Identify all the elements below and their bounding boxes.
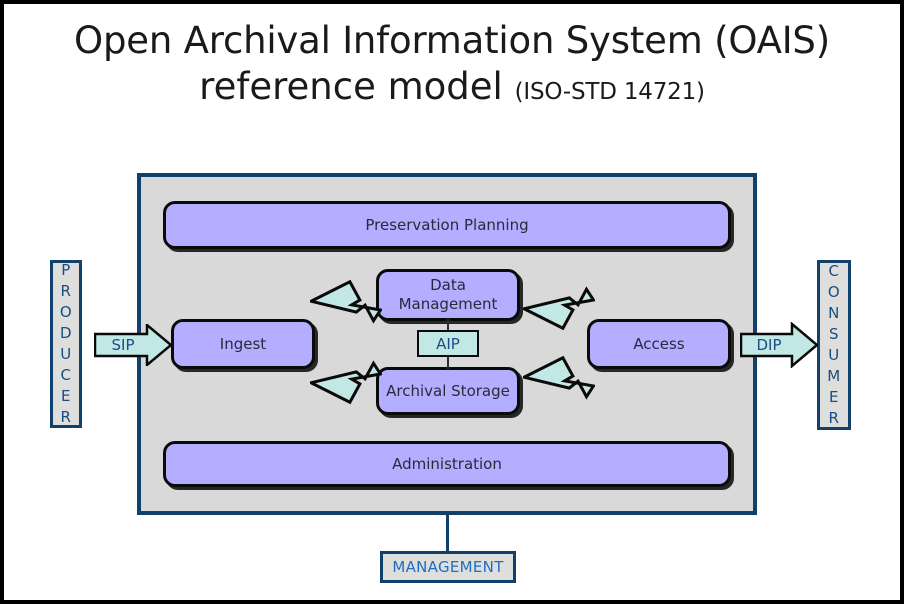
flow-arrow-ingest-to-data-management	[306, 276, 383, 328]
actor-producer-letter: P	[61, 261, 71, 279]
title-main-text: reference model	[199, 65, 503, 108]
arrow-down-right-icon	[519, 286, 596, 331]
package-aip: AIP	[417, 330, 479, 357]
entity-access[interactable]: Access	[587, 319, 731, 369]
title-line-1: Open Archival Information System (OAIS)	[74, 19, 830, 62]
actor-consumer-letter: S	[828, 325, 840, 343]
arrow-up-right-icon	[306, 279, 383, 324]
flow-arrow-archival-storage-to-access	[519, 352, 596, 404]
actor-producer-letter: O	[59, 303, 73, 321]
arrow-down-right-icon	[306, 360, 383, 405]
entity-preservation-planning[interactable]: Preservation Planning	[163, 201, 731, 249]
actor-consumer-letter: C	[828, 262, 840, 280]
title-line-2: reference model (ISO-STD 14721)	[4, 64, 900, 115]
entity-ingest[interactable]: Ingest	[171, 319, 315, 369]
page-title: Open Archival Information System (OAIS) …	[4, 18, 900, 115]
actor-consumer-letter: E	[829, 388, 839, 406]
sip-arrow-icon	[94, 324, 172, 366]
flow-arrow-sip: SIP	[94, 324, 172, 366]
entity-archival-storage[interactable]: Archival Storage	[376, 367, 520, 415]
actor-management: MANAGEMENT	[380, 551, 516, 583]
title-standard-ref: (ISO-STD 14721)	[514, 79, 705, 105]
flow-arrow-dip: DIP	[740, 322, 818, 368]
package-sip-label: SIP	[111, 336, 135, 354]
flow-arrow-data-management-to-access	[519, 282, 596, 334]
actor-producer-letter: R	[60, 408, 72, 426]
management-connector-line	[446, 515, 449, 551]
entity-data-management-line1: Data	[430, 276, 466, 294]
entity-data-management-line2: Management	[398, 295, 498, 313]
actor-producer: P R O D U C E R	[50, 260, 82, 428]
actor-producer-letter: R	[60, 282, 72, 300]
dip-arrow-icon	[740, 322, 818, 368]
flow-arrow-ingest-to-archival-storage	[306, 356, 383, 408]
actor-consumer: C O N S U M E R	[817, 260, 851, 430]
actor-producer-letter: U	[60, 345, 72, 363]
package-dip-label: DIP	[756, 336, 782, 354]
actor-producer-letter: E	[61, 387, 71, 405]
actor-consumer-letter: U	[828, 346, 840, 364]
arrow-up-right-icon	[519, 355, 596, 400]
actor-consumer-letter: M	[827, 367, 841, 385]
actor-consumer-letter: R	[828, 409, 840, 427]
actor-consumer-letter: N	[828, 304, 840, 322]
actor-consumer-letter: O	[827, 283, 841, 301]
entity-administration[interactable]: Administration	[163, 441, 731, 487]
actor-producer-letter: D	[59, 324, 73, 342]
entity-data-management[interactable]: Data Management	[376, 269, 520, 321]
actor-producer-letter: C	[60, 366, 72, 384]
